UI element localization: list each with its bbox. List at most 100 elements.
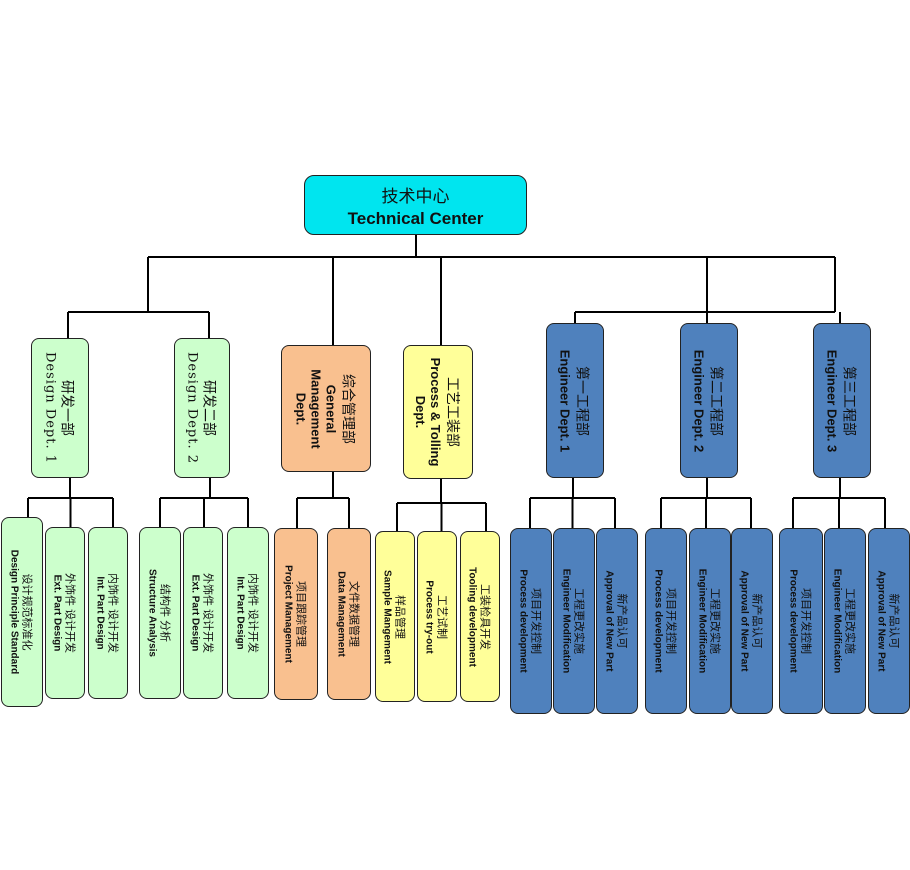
dept-name-zh: 综合管理部 xyxy=(340,373,357,444)
name-en-line: Ext. Part Design xyxy=(189,574,201,652)
name-en-line: Process try-out xyxy=(423,579,435,654)
item-name-zh: 新产品认可 xyxy=(887,593,900,649)
item-name-zh: 工程更改实施 xyxy=(843,587,856,654)
name-en-line: Process & Tolling xyxy=(428,357,443,467)
item-name-zh: 工装检具开发 xyxy=(478,583,491,650)
name-en-line: Int. Part Design xyxy=(234,576,246,650)
item-name-zh: 内饰件 设计开发 xyxy=(246,572,259,654)
item-name-zh: 新产品认可 xyxy=(615,593,628,649)
root-title-zh: 技术中心 xyxy=(381,186,450,206)
dept-name-en: Design Dept. 2 xyxy=(185,352,200,464)
item-name-zh: 外饰件 设计开发 xyxy=(201,572,214,654)
item-name-en: Approval of New Part xyxy=(739,570,750,671)
name-en-line: Engineer Dept. 1 xyxy=(557,349,573,452)
item-name-zh: 文件数据管理 xyxy=(347,580,360,647)
item-name-en: Sample Mangement xyxy=(382,570,393,664)
item-name-en: Int. Part Design xyxy=(235,576,246,649)
item-name-zh: 样品管理 xyxy=(393,594,406,639)
technical-center-box: 技术中心 Technical Center xyxy=(304,175,527,235)
item-name-en: Process development xyxy=(518,569,529,672)
name-en-line: Project Management xyxy=(282,565,294,663)
root-title-en: Technical Center xyxy=(347,208,484,228)
item-name-en: Ext. Part Design xyxy=(52,575,63,652)
name-en-line: Approval of New Part xyxy=(738,570,750,672)
dept-name-zh: 第二工程部 xyxy=(708,365,725,436)
name-en-line: Approval of New Part xyxy=(875,570,887,672)
dept-name-zh: 工艺工装部 xyxy=(445,377,461,447)
item-name-en: Design Principle Standard xyxy=(9,550,20,674)
item-name-en: Ext. Part Design xyxy=(190,575,201,652)
item-name-zh: 项目跟踪管理 xyxy=(294,581,307,647)
name-en-line: Management xyxy=(308,368,324,449)
item-name-en: Process development xyxy=(788,569,799,672)
item-name-zh: 结构件 分析 xyxy=(158,583,171,643)
item-name-zh: 工艺试制 xyxy=(435,594,448,639)
item-name-en: Process development xyxy=(653,569,664,672)
item-name-en: Tooling development xyxy=(467,567,478,667)
item-name-zh: 内饰件 设计开发 xyxy=(106,572,119,654)
dept-name-en: Design Dept. 1 xyxy=(43,352,58,464)
name-en-line: Engineer Modification xyxy=(696,568,708,674)
name-en-line: Sample Mangement xyxy=(381,569,393,664)
item-name-zh: 项目开发控制 xyxy=(664,588,677,654)
item-name-en: Data Management xyxy=(336,571,347,657)
name-en-line: Engineer Modification xyxy=(560,568,572,674)
name-en-line: Process development xyxy=(787,569,799,673)
item-name-zh: 外饰件 设计开发 xyxy=(63,572,76,654)
item-name-en: Engineer Modification xyxy=(561,569,572,673)
name-en-line: Process development xyxy=(652,569,664,673)
dept-name-zh: 第一工程部 xyxy=(574,365,591,436)
dept-name-zh: 研发二部 xyxy=(201,379,218,436)
name-en-line: Design Dept. 1 xyxy=(42,352,58,464)
item-name-zh: 工程更改实施 xyxy=(708,587,721,654)
name-en-line: Approval of New Part xyxy=(603,570,615,672)
dept-name-en: Engineer Dept. 2 xyxy=(692,349,707,452)
dept-name-zh: 第三工程部 xyxy=(841,365,858,436)
name-en-line: Process development xyxy=(517,569,529,673)
item-name-en: Engineer Modification xyxy=(697,569,708,673)
name-en-line: Dept. xyxy=(293,392,309,425)
dept-name-zh: 研发一部 xyxy=(59,379,76,436)
name-en-line: Engineer Dept. 3 xyxy=(824,349,840,452)
item-name-en: Structure Analysis xyxy=(147,569,158,657)
item-name-en: Int. Part Design xyxy=(95,576,106,649)
item-name-zh: 项目开发控制 xyxy=(529,588,542,654)
item-name-zh: 项目开发控制 xyxy=(799,588,812,654)
item-name-en: Engineer Modification xyxy=(832,569,843,673)
